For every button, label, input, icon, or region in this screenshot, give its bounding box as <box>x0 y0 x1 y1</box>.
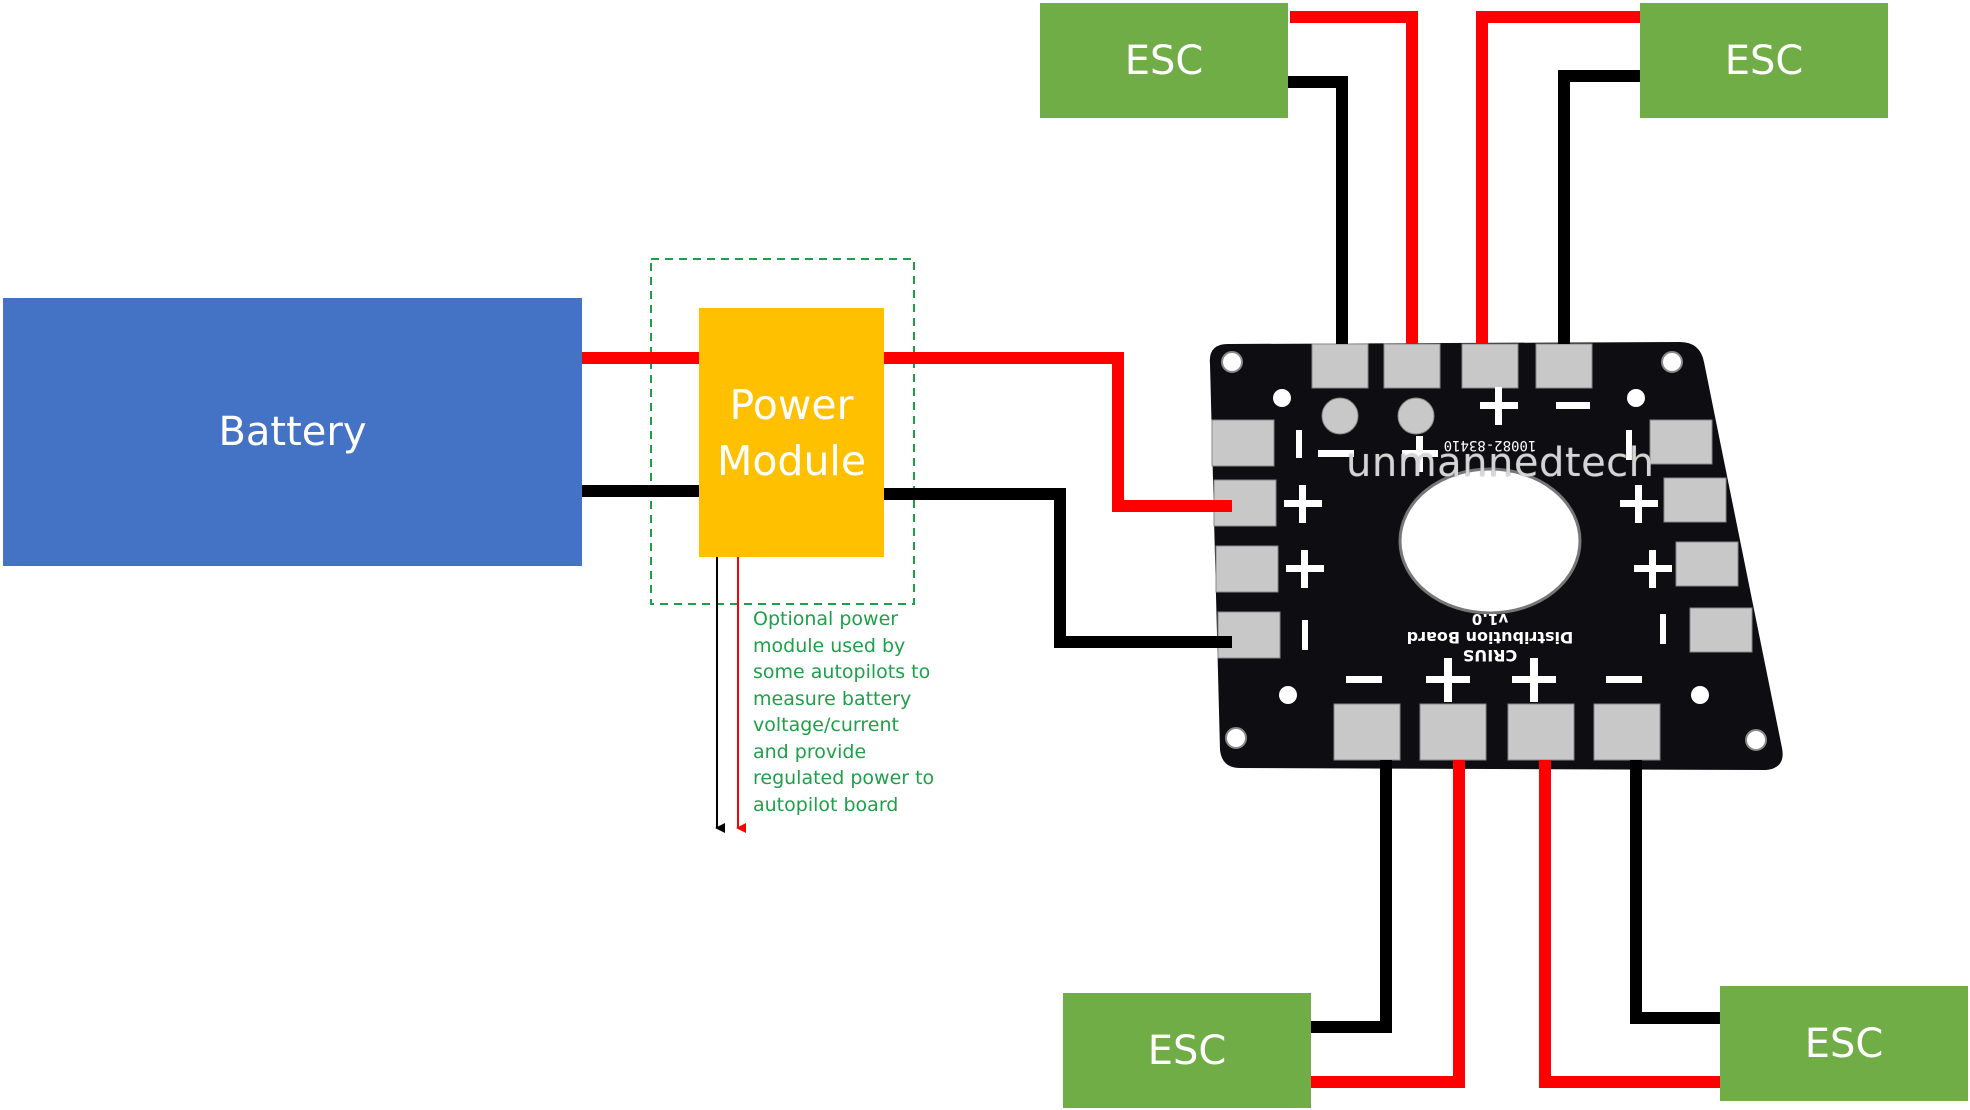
esc-bottom-left: ESC <box>1063 993 1311 1108</box>
esc-label: ESC <box>1147 1027 1227 1074</box>
power-module-block: Power Module <box>699 308 884 557</box>
esc4-positive-wire <box>1539 760 1720 1088</box>
board-version: v1.0 <box>1472 610 1508 628</box>
board-part-number: 10082-83410 <box>1444 437 1537 453</box>
power-module-label-line2: Module <box>716 436 867 485</box>
watermark-text: unmannedtech <box>1346 440 1655 486</box>
esc-bottom-right: ESC <box>1720 986 1968 1101</box>
power-module-label-line1: Power <box>729 380 854 429</box>
board-positive-wire <box>884 352 1232 512</box>
esc-label: ESC <box>1804 1020 1884 1067</box>
battery-label: Battery <box>218 409 367 455</box>
board-negative-wire <box>884 488 1232 648</box>
esc4-negative-wire <box>1630 760 1720 1024</box>
esc-top-right: ESC <box>1640 3 1888 118</box>
esc1-positive-wire <box>1290 11 1418 344</box>
distribution-board <box>1209 342 1783 770</box>
esc-label: ESC <box>1724 37 1804 84</box>
esc3-positive-wire <box>1311 760 1465 1088</box>
esc-top-left: ESC <box>1040 3 1288 118</box>
esc1-negative-wire <box>1288 76 1348 344</box>
esc2-negative-wire <box>1558 70 1640 344</box>
esc-label: ESC <box>1124 37 1204 84</box>
power-module-note: Optional power module used by some autop… <box>753 608 935 816</box>
optional-module-outline <box>650 258 915 605</box>
battery-block: Battery <box>3 298 582 566</box>
esc3-negative-wire <box>1311 760 1392 1033</box>
esc2-positive-wire <box>1476 11 1640 344</box>
board-brand: CRIUS <box>1463 646 1518 665</box>
board-name: Distribution Board <box>1407 628 1574 647</box>
